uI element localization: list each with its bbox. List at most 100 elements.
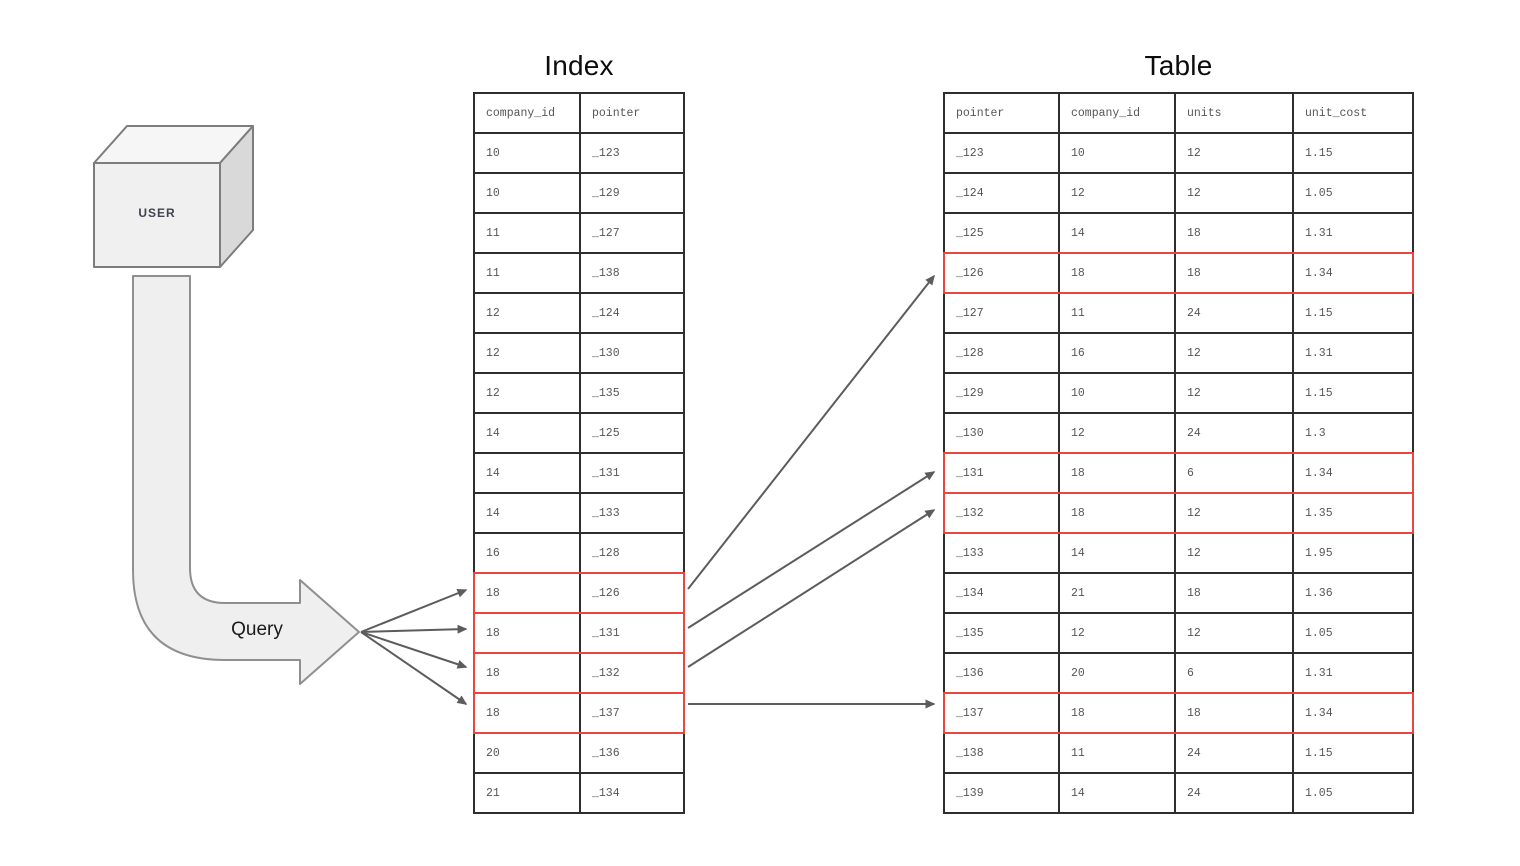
cell-company-id: 18 <box>475 654 581 692</box>
cell-company-id: 12 <box>1060 174 1176 212</box>
cell-company-id: 21 <box>475 774 581 812</box>
data-table-row: _125 14 18 1.31 <box>943 214 1414 254</box>
data-table-row: _130 12 24 1.3 <box>943 414 1414 454</box>
cell-company-id: 14 <box>475 494 581 532</box>
index-table-header: company_id pointer <box>473 92 685 134</box>
cell-units: 24 <box>1176 414 1294 452</box>
cell-unit-cost: 1.15 <box>1305 746 1333 760</box>
cell-pointer: _131 <box>945 454 1060 492</box>
cell-pointer: _123 <box>945 134 1060 172</box>
cell-pointer: _128 <box>945 334 1060 372</box>
cell-units: 12 <box>1176 134 1294 172</box>
pointer-arrow-126 <box>687 274 935 590</box>
pointer-arrow-132 <box>687 509 936 668</box>
index-table-row: 14 _131 <box>473 454 685 494</box>
cell-unit-cost: 1.05 <box>1305 186 1333 200</box>
fan-arrow-3 <box>360 631 468 669</box>
cell-unit-cost: 1.35 <box>1305 506 1333 520</box>
cell-unit-cost: 1.34 <box>1305 466 1333 480</box>
cell-pointer: _139 <box>945 774 1060 812</box>
cell-company-id: 16 <box>1060 334 1176 372</box>
fan-arrow-4 <box>360 631 468 705</box>
data-table-row: _135 12 12 1.05 <box>943 614 1414 654</box>
cell-company-id: 18 <box>1060 254 1176 292</box>
index-table-row: 18 _132 <box>473 652 685 694</box>
cell-unit-cost: 1.15 <box>1305 146 1333 160</box>
cell-pointer: _124 <box>945 174 1060 212</box>
data-table-row: _127 11 24 1.15 <box>943 294 1414 334</box>
column-header-unit-cost: unit_cost <box>1305 106 1368 120</box>
cell-pointer: _131 <box>592 466 620 480</box>
fan-arrow-2 <box>360 624 468 634</box>
index-table-row: 11 _127 <box>473 214 685 254</box>
data-table-row: _129 10 12 1.15 <box>943 374 1414 414</box>
pointer-arrow-131 <box>687 471 936 629</box>
cell-pointer: _126 <box>945 254 1060 292</box>
cell-pointer: _130 <box>592 346 620 360</box>
cell-pointer: _127 <box>945 294 1060 332</box>
user-cube-front-face <box>93 162 221 268</box>
index-table-row: 21 _134 <box>473 774 685 814</box>
cell-pointer: _137 <box>945 694 1060 732</box>
cell-pointer: _133 <box>592 506 620 520</box>
data-table-row: _134 21 18 1.36 <box>943 574 1414 614</box>
cell-company-id: 14 <box>475 414 581 452</box>
data-table-row: _138 11 24 1.15 <box>943 734 1414 774</box>
cell-company-id: 12 <box>475 334 581 372</box>
cell-pointer: _129 <box>945 374 1060 412</box>
cell-company-id: 11 <box>475 254 581 292</box>
cell-units: 18 <box>1176 254 1294 292</box>
cell-company-id: 14 <box>1060 774 1176 812</box>
cell-pointer: _129 <box>592 186 620 200</box>
data-table-row: _123 10 12 1.15 <box>943 134 1414 174</box>
cell-pointer: _131 <box>592 626 620 640</box>
cell-unit-cost: 1.95 <box>1305 546 1333 560</box>
cell-pointer: _125 <box>592 426 620 440</box>
data-table-row: _131 18 6 1.34 <box>943 452 1414 494</box>
cell-company-id: 18 <box>475 694 581 732</box>
index-table-row: 18 _131 <box>473 612 685 654</box>
cell-company-id: 18 <box>475 614 581 652</box>
cell-pointer: _135 <box>592 386 620 400</box>
index-table-row: 20 _136 <box>473 734 685 774</box>
cell-units: 18 <box>1176 214 1294 252</box>
cell-company-id: 18 <box>1060 454 1176 492</box>
column-header-company-id: company_id <box>1060 94 1176 132</box>
cell-company-id: 20 <box>1060 654 1176 692</box>
cell-units: 12 <box>1176 494 1294 532</box>
cell-pointer: _124 <box>592 306 620 320</box>
cell-pointer: _127 <box>592 226 620 240</box>
cell-units: 24 <box>1176 294 1294 332</box>
cell-company-id: 16 <box>475 534 581 572</box>
table-title: Table <box>1144 50 1213 81</box>
cell-units: 6 <box>1176 654 1294 692</box>
cell-unit-cost: 1.15 <box>1305 306 1333 320</box>
data-table-row: _124 12 12 1.05 <box>943 174 1414 214</box>
cell-unit-cost: 1.36 <box>1305 586 1333 600</box>
query-fan-arrows <box>360 588 468 705</box>
cell-units: 12 <box>1176 174 1294 212</box>
index-table-row: 18 _126 <box>473 572 685 614</box>
data-table-row: _136 20 6 1.31 <box>943 654 1414 694</box>
cell-company-id: 11 <box>1060 734 1176 772</box>
cell-units: 18 <box>1176 574 1294 612</box>
cell-unit-cost: 1.3 <box>1305 426 1326 440</box>
index-table-row: 11 _138 <box>473 254 685 294</box>
cell-unit-cost: 1.15 <box>1305 386 1333 400</box>
cell-pointer: _136 <box>592 746 620 760</box>
data-table-row: _128 16 12 1.31 <box>943 334 1414 374</box>
cell-pointer: _135 <box>945 614 1060 652</box>
cell-company-id: 14 <box>475 454 581 492</box>
user-label: USER <box>138 206 176 220</box>
cell-pointer: _132 <box>945 494 1060 532</box>
cell-units: 6 <box>1176 454 1294 492</box>
cell-company-id: 12 <box>475 374 581 412</box>
column-header-company-id: company_id <box>475 94 581 132</box>
cell-company-id: 11 <box>1060 294 1176 332</box>
column-header-pointer: pointer <box>592 106 641 120</box>
cell-units: 12 <box>1176 334 1294 372</box>
cell-pointer: _133 <box>945 534 1060 572</box>
cell-pointer: _134 <box>592 786 620 800</box>
